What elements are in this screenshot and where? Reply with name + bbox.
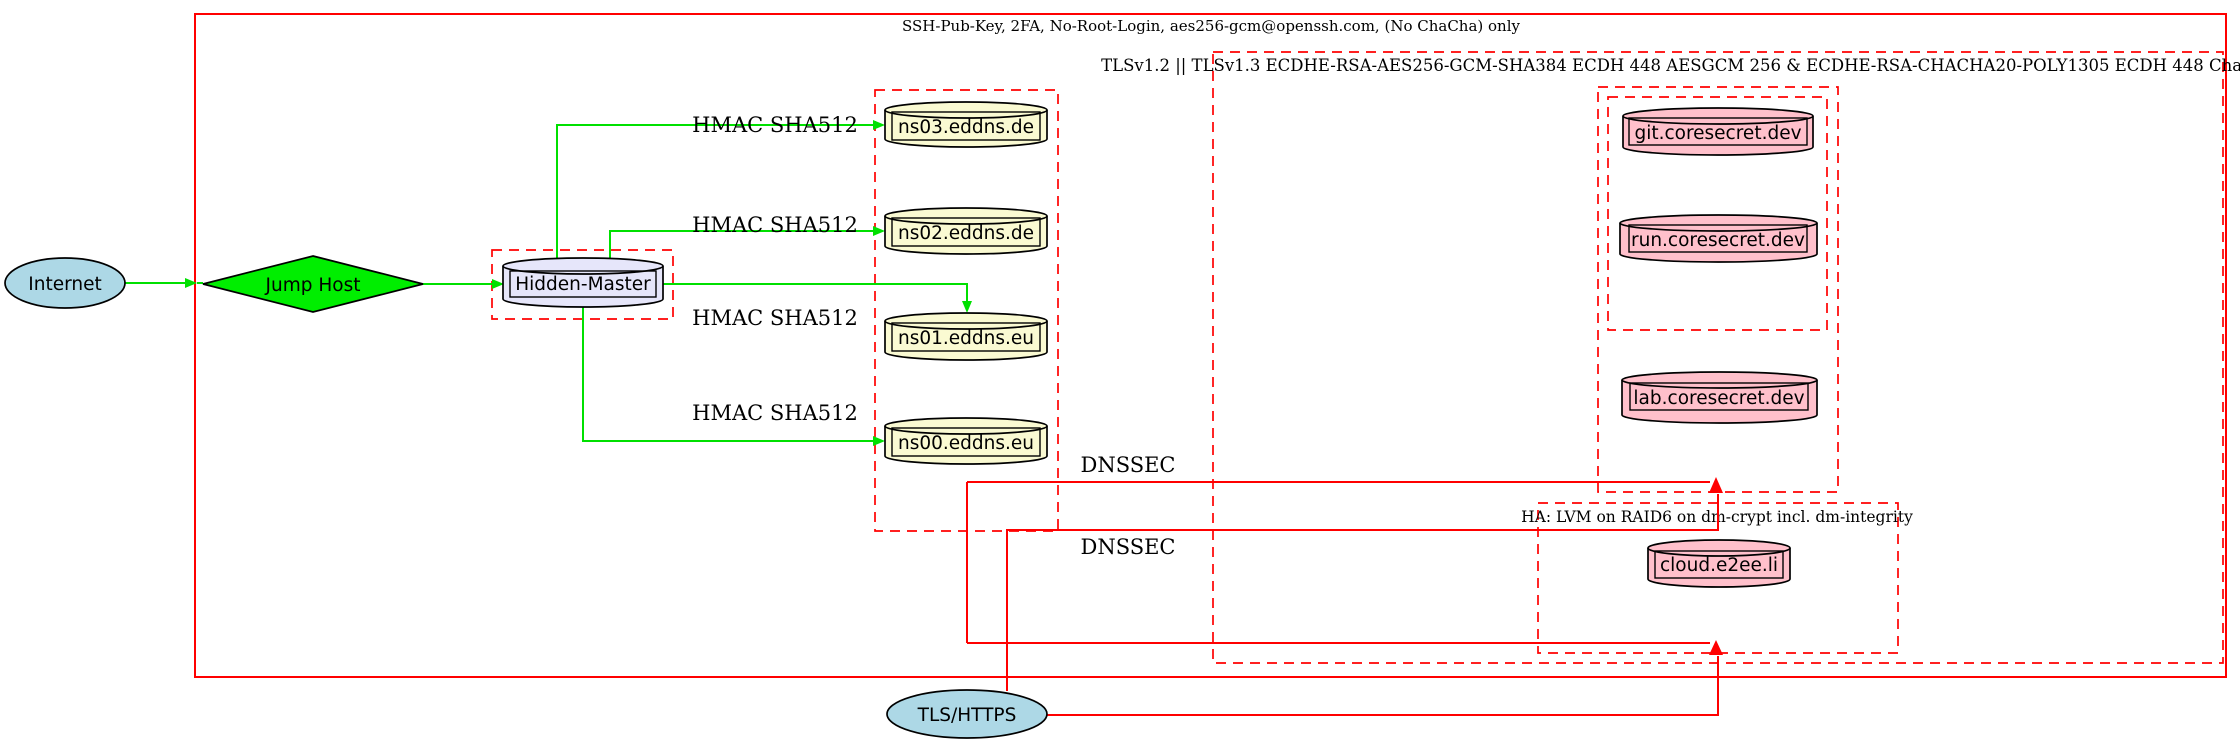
git-label: git.coresecret.dev [1634,123,1801,144]
edge-master-ns01 [663,283,968,301]
jump-host-node [202,255,424,313]
ns02-label: ns02.eddns.de [898,223,1034,244]
ns01-cylinder-rim [884,320,1048,330]
hmac-label-ns01: HMAC SHA512 [692,306,858,330]
git-cylinder-rim [1622,115,1814,125]
internet-label: Internet [28,274,101,295]
tls-cluster-label: TLSv1.2 || TLSv1.3 ECDHE-RSA-AES256-GCM-… [1101,56,2240,75]
edge-master-ns00 [582,307,873,442]
coresecret-inner-cluster-border [1607,96,1828,331]
hmac-label-ns02: HMAC SHA512 [692,213,858,237]
ns01-labelbox [891,322,1041,352]
arrowhead-ns01 [962,301,972,313]
hidden-master-labelbox [509,270,657,298]
ns03-cylinder-rim [884,109,1048,119]
cloud-labelbox [1654,550,1784,579]
run-labelbox [1628,224,1808,253]
ns01-label: ns01.eddns.eu [898,328,1034,349]
tls-https-node [886,689,1048,739]
git-labelbox [1628,117,1808,146]
edge-master-ns03 [556,124,873,258]
cloud-node [1647,539,1791,588]
hmac-label-ns03: HMAC SHA512 [692,113,858,137]
arrowhead-ns02 [873,226,885,236]
cloud-label: cloud.e2ee.li [1660,555,1778,576]
ns03-labelbox [891,111,1041,141]
hidden-master-label: Hidden-Master [515,274,651,295]
ns00-node [884,417,1048,465]
run-node [1619,214,1818,263]
arrowhead-internet [185,278,197,288]
arrowhead-master [492,279,504,289]
lab-label: lab.coresecret.dev [1633,388,1804,409]
hidden-master-cylinder-rim [502,265,664,275]
ns03-label: ns03.eddns.de [898,117,1034,138]
arrowhead-ns03 [873,120,885,130]
edge-tlshttps-to-ha [1047,656,1719,716]
ns01-node [884,312,1048,361]
ns00-label: ns00.eddns.eu [898,433,1034,454]
tls-https-label: TLS/HTTPS [917,705,1017,726]
hmac-label-ns00: HMAC SHA512 [692,401,858,425]
green-edges [125,120,972,446]
internet-node [4,257,126,309]
ssh-cluster-label: SSH-Pub-Key, 2FA, No-Root-Login, aes256-… [902,17,1521,35]
hidden-master-node [502,257,664,308]
ns00-labelbox [891,427,1041,457]
git-node [1622,107,1814,156]
ssh-cluster-border [194,13,2227,678]
red-edges [966,477,1723,716]
arrowhead-ha-cluster [1709,640,1723,655]
edge-master-ns02 [609,230,873,258]
edge-tlshttps-to-coresecret [1006,494,1719,691]
ns02-node [884,207,1048,255]
run-label: run.coresecret.dev [1631,230,1805,251]
arrowhead-coresecret-cluster [1709,477,1723,493]
jump-host-label: Jump Host [265,275,361,296]
ns02-labelbox [891,217,1041,247]
dnssec-label-1: DNSSEC [1080,453,1175,477]
ns00-cylinder-rim [884,425,1048,435]
arrowhead-ns00 [873,436,885,446]
ns02-cylinder-rim [884,215,1048,225]
ns03-node [884,101,1048,148]
dnssec-label-2: DNSSEC [1080,535,1175,559]
lab-labelbox [1629,382,1809,411]
